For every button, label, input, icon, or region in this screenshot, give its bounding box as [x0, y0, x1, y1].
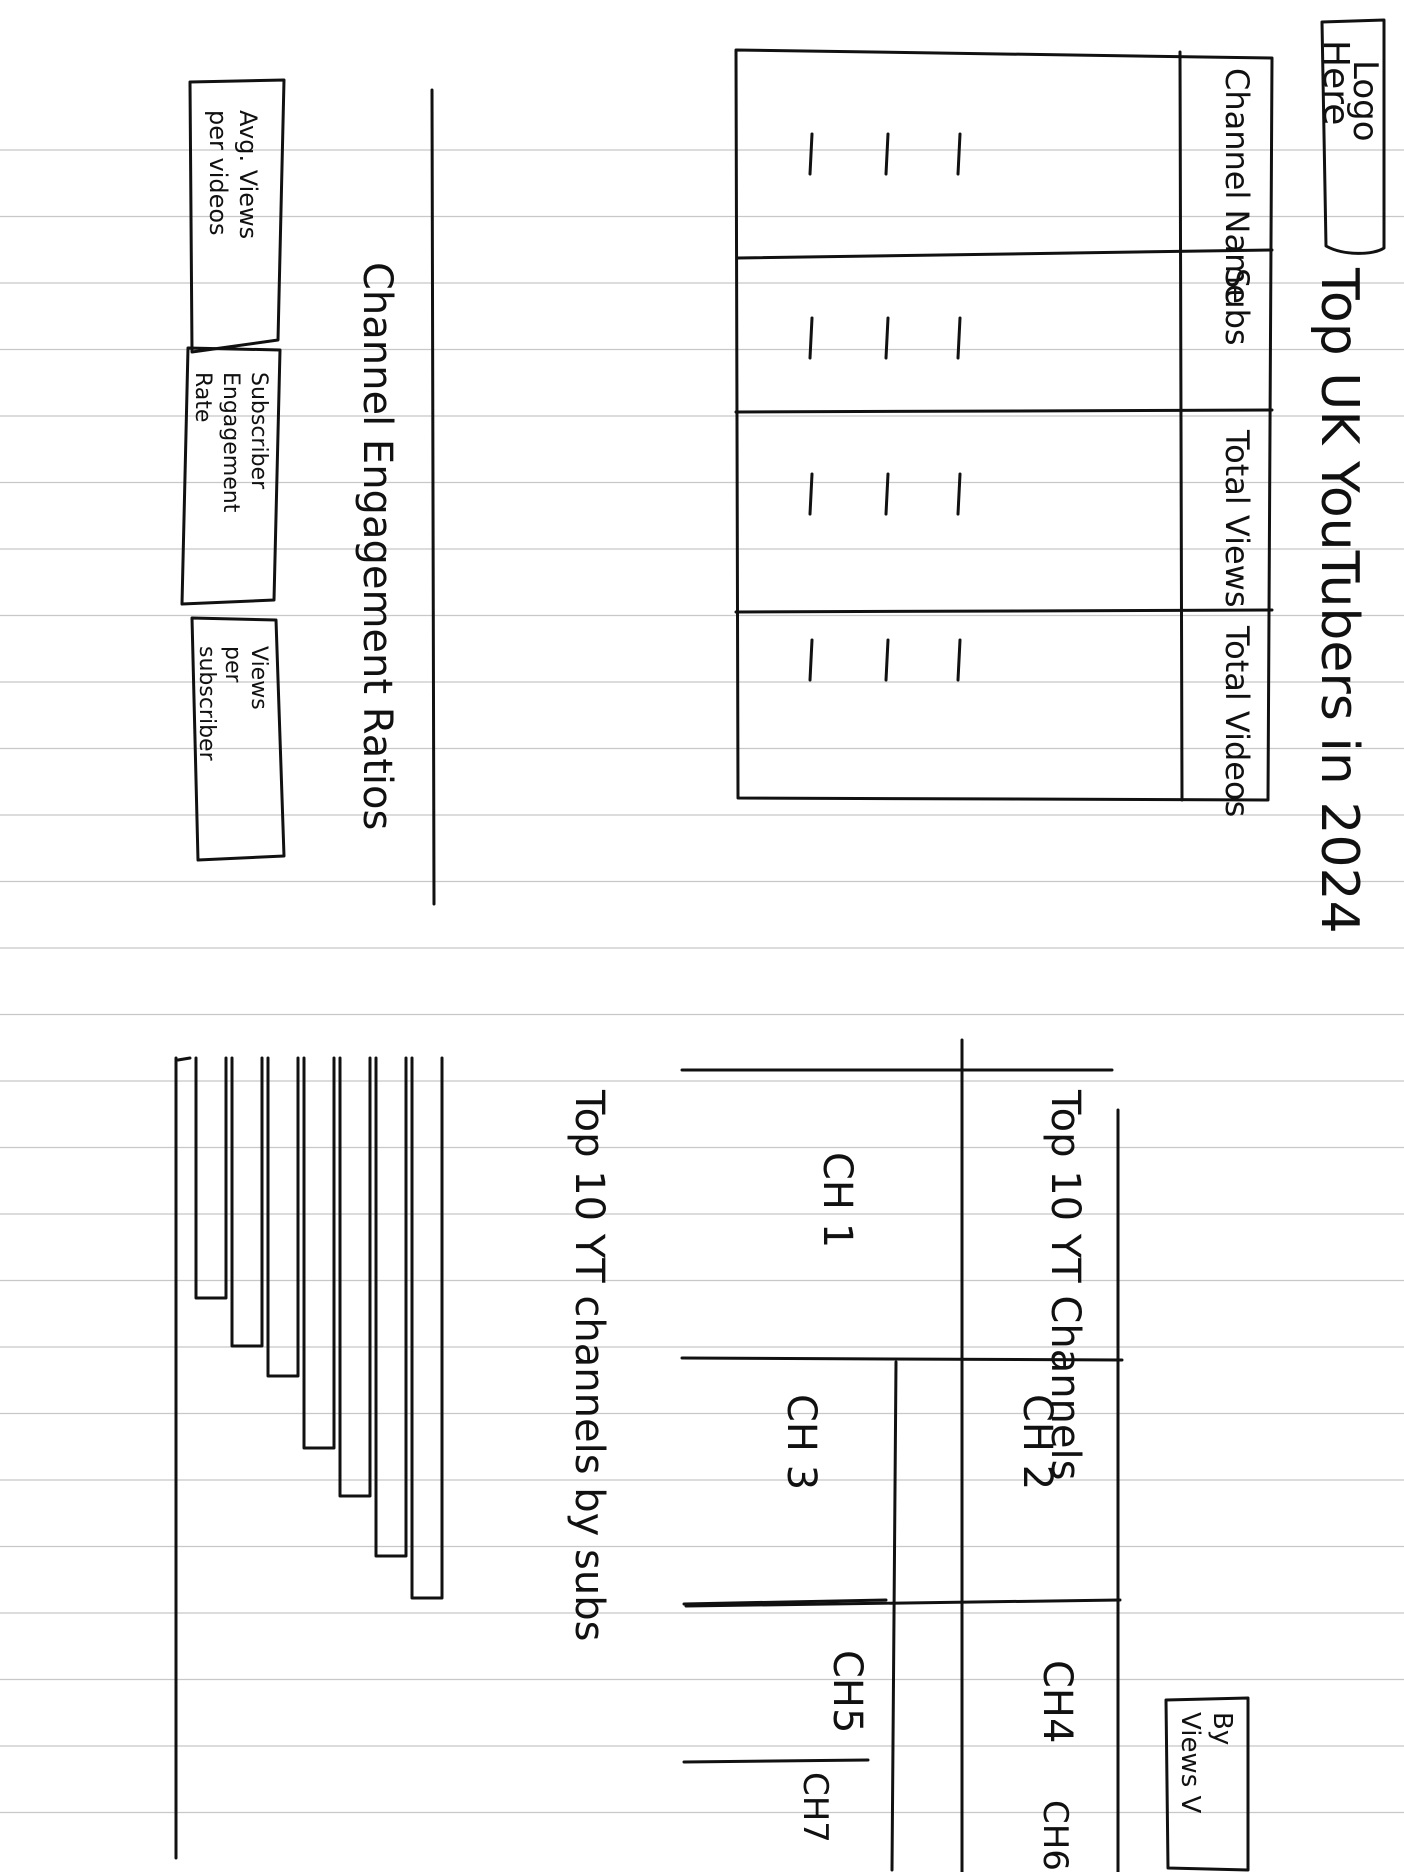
- kpi-card-avg-views-line2: per videos: [204, 110, 232, 236]
- kpi-card-engagement-line3: Rate: [190, 372, 215, 422]
- table-placeholder-dash: [884, 638, 890, 682]
- table-placeholder-dash: [956, 472, 962, 516]
- kpi-card-engagement-line2: Engagement: [218, 372, 243, 513]
- kpi-card-vps-line3: subscriber: [194, 646, 219, 762]
- table-placeholder-dash: [956, 132, 962, 176]
- table-header-total-views: Total Views: [1218, 429, 1256, 608]
- engagement-heading: Channel Engagement Ratios: [354, 262, 400, 830]
- treemap-label-ch3: CH 3: [778, 1394, 824, 1490]
- kpi-card-views-per-subscriber: [190, 616, 286, 862]
- table-placeholder-dash: [808, 316, 814, 360]
- treemap-filter-line1: By: [1207, 1712, 1237, 1745]
- bar-chart-title: Top 10 YT channels by subs: [566, 1089, 612, 1641]
- channel-table: Channel Name Subs Total Views Total Vide…: [734, 48, 1274, 817]
- treemap-label-ch6: CH6: [1035, 1800, 1075, 1871]
- kpi-card-vps-line1: Views: [246, 646, 271, 710]
- kpi-card-avg-views-line1: Avg. Views: [234, 110, 262, 239]
- table-header-subs: Subs: [1218, 268, 1256, 346]
- engagement-section: Channel Engagement Ratios Avg. Views per…: [180, 78, 436, 906]
- notebook-rule-lines: [0, 149, 1404, 1814]
- treemap-label-ch7: CH7: [795, 1772, 835, 1843]
- treemap-label-ch5: CH5: [824, 1650, 870, 1733]
- kpi-card-subscriber-engagement: [180, 346, 282, 606]
- page-title: Top UK YouTubers in 2024: [1309, 267, 1369, 934]
- bar: [194, 1056, 228, 1300]
- treemap-section: Top 10 YT Channels By Views V CH 1 CH 2 …: [680, 1038, 1250, 1872]
- kpi-card-vps-line2: per: [220, 646, 245, 684]
- logo-placeholder: Logo Here: [1315, 18, 1386, 255]
- kpi-card-avg-views: [188, 78, 286, 354]
- table-placeholder-dash: [808, 472, 814, 516]
- table-placeholder-rows: [808, 132, 962, 682]
- treemap-label-ch4: CH4: [1034, 1660, 1080, 1743]
- bar: [374, 1056, 408, 1558]
- treemap-title: Top 10 YT Channels: [1042, 1089, 1088, 1480]
- table-placeholder-dash: [884, 472, 890, 516]
- table-placeholder-dash: [884, 132, 890, 176]
- bar-chart-bars: [174, 1056, 444, 1860]
- treemap-filter-dropdown[interactable]: [1164, 1696, 1250, 1872]
- logo-text-line1: Logo: [1345, 60, 1385, 142]
- treemap-label-ch2: CH 2: [1014, 1394, 1060, 1490]
- bar: [266, 1056, 300, 1378]
- logo-text-line2: Here: [1315, 40, 1356, 125]
- table-placeholder-dash: [808, 638, 814, 682]
- kpi-card-engagement-line1: Subscriber: [246, 372, 271, 490]
- table-placeholder-dash: [808, 132, 814, 176]
- treemap-filter-line2: Views V: [1175, 1712, 1205, 1814]
- bar: [338, 1056, 372, 1498]
- bar: [230, 1056, 264, 1348]
- treemap-label-ch1: CH 1: [814, 1152, 860, 1248]
- bar-chart-section: Top 10 YT channels by subs: [174, 1056, 612, 1860]
- bar: [410, 1056, 444, 1600]
- bar: [302, 1056, 336, 1450]
- table-placeholder-dash: [956, 638, 962, 682]
- table-header-total-videos: Total Videos: [1218, 625, 1256, 817]
- table-header-channel-name: Channel Name: [1218, 68, 1256, 304]
- table-placeholder-dash: [956, 316, 962, 360]
- table-placeholder-dash: [884, 316, 890, 360]
